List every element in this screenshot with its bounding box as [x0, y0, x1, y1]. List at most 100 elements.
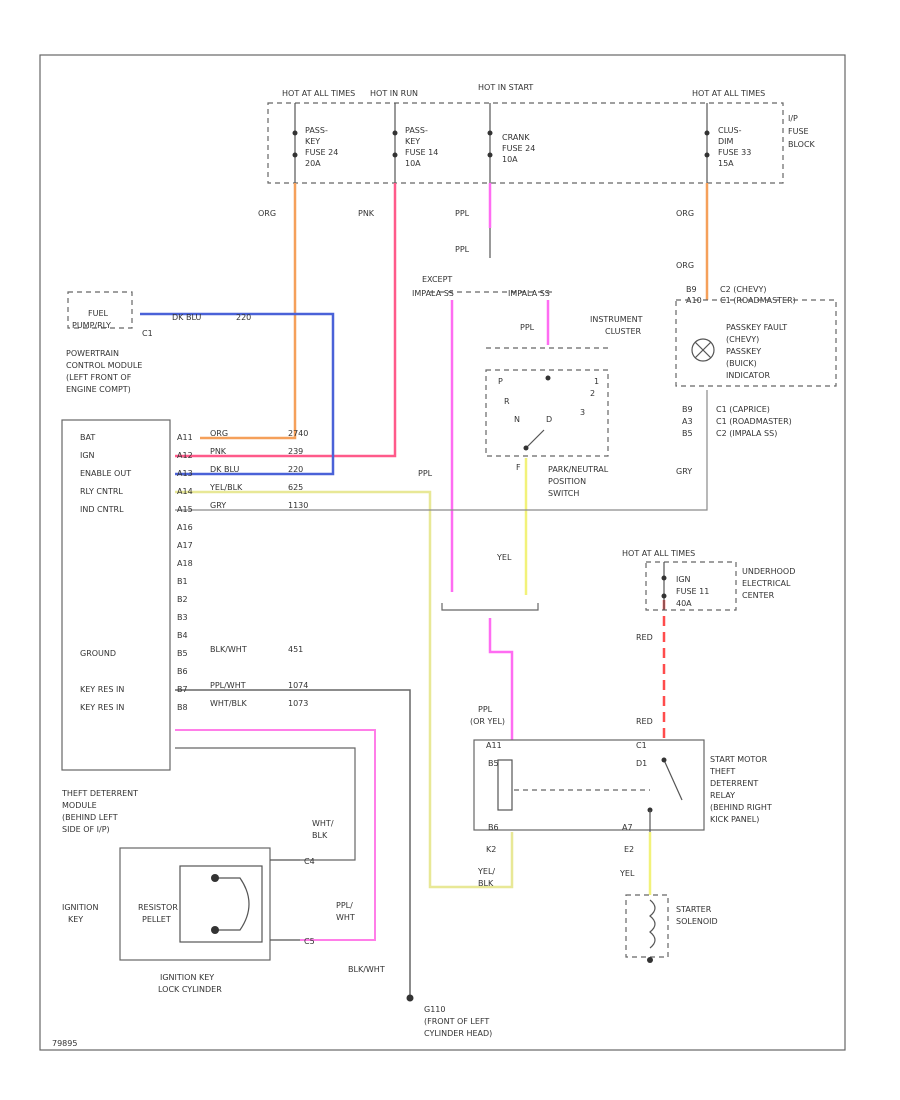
wire-label-whtblk-2: BLK: [312, 831, 328, 840]
svg-text:C1 (CAPRICE): C1 (CAPRICE): [716, 405, 770, 414]
pcm-pin-code: A12: [177, 451, 193, 460]
solenoid-coil-icon: [649, 899, 656, 949]
ground-icon: [406, 994, 414, 1002]
svg-text:PELLET: PELLET: [142, 915, 171, 924]
pcm-pin-code: B1: [177, 577, 188, 586]
svg-text:N: N: [514, 415, 520, 424]
svg-text:A10: A10: [686, 296, 702, 305]
svg-text:FUEL: FUEL: [88, 309, 109, 318]
impala-ss-label: IMPALA SS: [508, 289, 550, 298]
svg-text:ENGINE COMPT): ENGINE COMPT): [66, 385, 131, 394]
wire-gry-ind: [175, 390, 708, 511]
svg-text:C1: C1: [142, 329, 153, 338]
pcm-pin-name: KEY RES IN: [80, 685, 124, 694]
svg-text:SIDE OF I/P): SIDE OF I/P): [62, 825, 110, 834]
svg-text:B6: B6: [488, 823, 499, 832]
pcm-pin-code: A17: [177, 541, 193, 550]
svg-text:START MOTOR: START MOTOR: [710, 755, 768, 764]
wire-yelblk-relay: [175, 490, 514, 889]
svg-text:FUSE 24: FUSE 24: [305, 148, 338, 157]
svg-text:C1 (ROADMASTER): C1 (ROADMASTER): [716, 417, 792, 426]
svg-text:FUSE 14: FUSE 14: [405, 148, 438, 157]
svg-text:C2 (CHEVY): C2 (CHEVY): [720, 285, 766, 294]
pcm-module: POWERTRAIN CONTROL MODULE (LEFT FRONT OF…: [61, 349, 308, 771]
wire-label-org-3: ORG: [676, 261, 694, 270]
wire-pnk-ign: [175, 183, 397, 458]
instrument-cluster: INSTRUMENT CLUSTER B9 A10 C2 (CHEVY) C1 …: [590, 285, 837, 438]
wire-label-ppl-2: PPL: [455, 245, 470, 254]
relay-switch-icon: [663, 759, 683, 801]
pcm-wire-circuit: 451: [288, 645, 303, 654]
svg-text:FUSE 24: FUSE 24: [502, 144, 535, 153]
pcm-wire-color: YEL/BLK: [209, 483, 243, 492]
pcm-pin-code: B3: [177, 613, 188, 622]
pcm-pin-code: A14: [177, 487, 193, 496]
svg-text:HOT AT ALL TIMES: HOT AT ALL TIMES: [622, 549, 695, 558]
svg-text:RESISTOR: RESISTOR: [138, 903, 178, 912]
starter-solenoid: STARTER SOLENOID: [625, 894, 718, 963]
starter-ground-icon: [647, 957, 653, 963]
fuse-header-4: HOT AT ALL TIMES: [692, 89, 765, 98]
footer-id: 79895: [52, 1039, 77, 1048]
svg-text:D1: D1: [636, 759, 647, 768]
svg-text:15A: 15A: [718, 159, 734, 168]
pcm-pin-name: GROUND: [80, 649, 116, 658]
pcm-pin-code: B7: [177, 685, 188, 694]
svg-text:ELECTRICAL: ELECTRICAL: [742, 579, 791, 588]
ground-g110: G110 (FRONT OF LEFT CYLINDER HEAD): [406, 994, 492, 1038]
svg-text:D: D: [546, 415, 552, 424]
wire-label-org-2: ORG: [676, 209, 694, 218]
svg-text:20A: 20A: [305, 159, 321, 168]
svg-text:STARTER: STARTER: [676, 905, 712, 914]
wire-whtblk-keyres: [175, 747, 356, 861]
svg-text:CLUSTER: CLUSTER: [605, 327, 642, 336]
svg-text:THEFT: THEFT: [709, 767, 735, 776]
ignition-lock-cylinder: IGNITION KEY RESISTOR PELLET IGNITION KE…: [62, 847, 300, 994]
wire-label-ppl-1: PPL: [455, 209, 470, 218]
fuse-header-2: HOT IN RUN: [370, 89, 418, 98]
underhood-electrical-center: HOT AT ALL TIMES IGN FUSE 11 40A UNDERHO…: [622, 549, 795, 611]
svg-text:220: 220: [236, 313, 251, 322]
relay-coil-icon: [497, 759, 513, 811]
wire-label-ppl-4: PPL: [520, 323, 535, 332]
svg-text:MODULE: MODULE: [62, 801, 97, 810]
fuse-crank-24: CRANK FUSE 24 10A: [487, 103, 535, 183]
svg-text:B9: B9: [686, 285, 697, 294]
svg-text:CENTER: CENTER: [742, 591, 775, 600]
svg-text:DIM: DIM: [718, 137, 734, 146]
wire-label-yel-2: YEL: [619, 869, 635, 878]
pcm-wire-color: GRY: [210, 501, 226, 510]
junction-bar: [441, 603, 539, 611]
pcm-wire-circuit: 220: [288, 465, 303, 474]
wire-label-blkwht: BLK/WHT: [348, 965, 385, 974]
svg-text:PASSKEY FAULT: PASSKEY FAULT: [726, 323, 787, 332]
pcm-wire-circuit: 625: [288, 483, 303, 492]
except-label: EXCEPT: [422, 275, 452, 284]
pcm-pin-name: BAT: [80, 433, 95, 442]
svg-text:PARK/NEUTRAL: PARK/NEUTRAL: [548, 465, 609, 474]
fuse-clus-dim-33: CLUS- DIM FUSE 33 15A: [704, 103, 751, 183]
pcm-wire-color: BLK/WHT: [210, 645, 247, 654]
svg-text:R: R: [504, 397, 510, 406]
svg-text:CYLINDER HEAD): CYLINDER HEAD): [424, 1029, 492, 1038]
svg-text:PASS-: PASS-: [405, 126, 428, 135]
wire-pplwht-keyres: [175, 729, 376, 941]
svg-text:INSTRUMENT: INSTRUMENT: [590, 315, 643, 324]
wire-label-pplyel-2: (OR YEL): [470, 717, 505, 726]
pcm-pin-name: KEY RES IN: [80, 703, 124, 712]
wire-label-red-2: RED: [636, 717, 653, 726]
svg-text:POSITION: POSITION: [548, 477, 586, 486]
pcm-wire-color: PPL/WHT: [210, 681, 246, 690]
svg-text:KICK PANEL): KICK PANEL): [710, 815, 759, 824]
pcm-wire-color: WHT/BLK: [210, 699, 247, 708]
wire-label-pplwht-2: WHT: [336, 913, 355, 922]
svg-text:C2 (IMPALA SS): C2 (IMPALA SS): [716, 429, 777, 438]
pcm-pin-code: B5: [177, 649, 188, 658]
svg-text:A7: A7: [622, 823, 633, 832]
svg-text:A3: A3: [682, 417, 693, 426]
wire-label-pplwht-1: PPL/: [336, 901, 353, 910]
svg-text:2: 2: [590, 389, 595, 398]
svg-text:E2: E2: [624, 845, 634, 854]
fuse-pass-key-24: PASS- KEY FUSE 24 20A: [292, 103, 338, 183]
pcm-wire-circuit: 1130: [288, 501, 308, 510]
